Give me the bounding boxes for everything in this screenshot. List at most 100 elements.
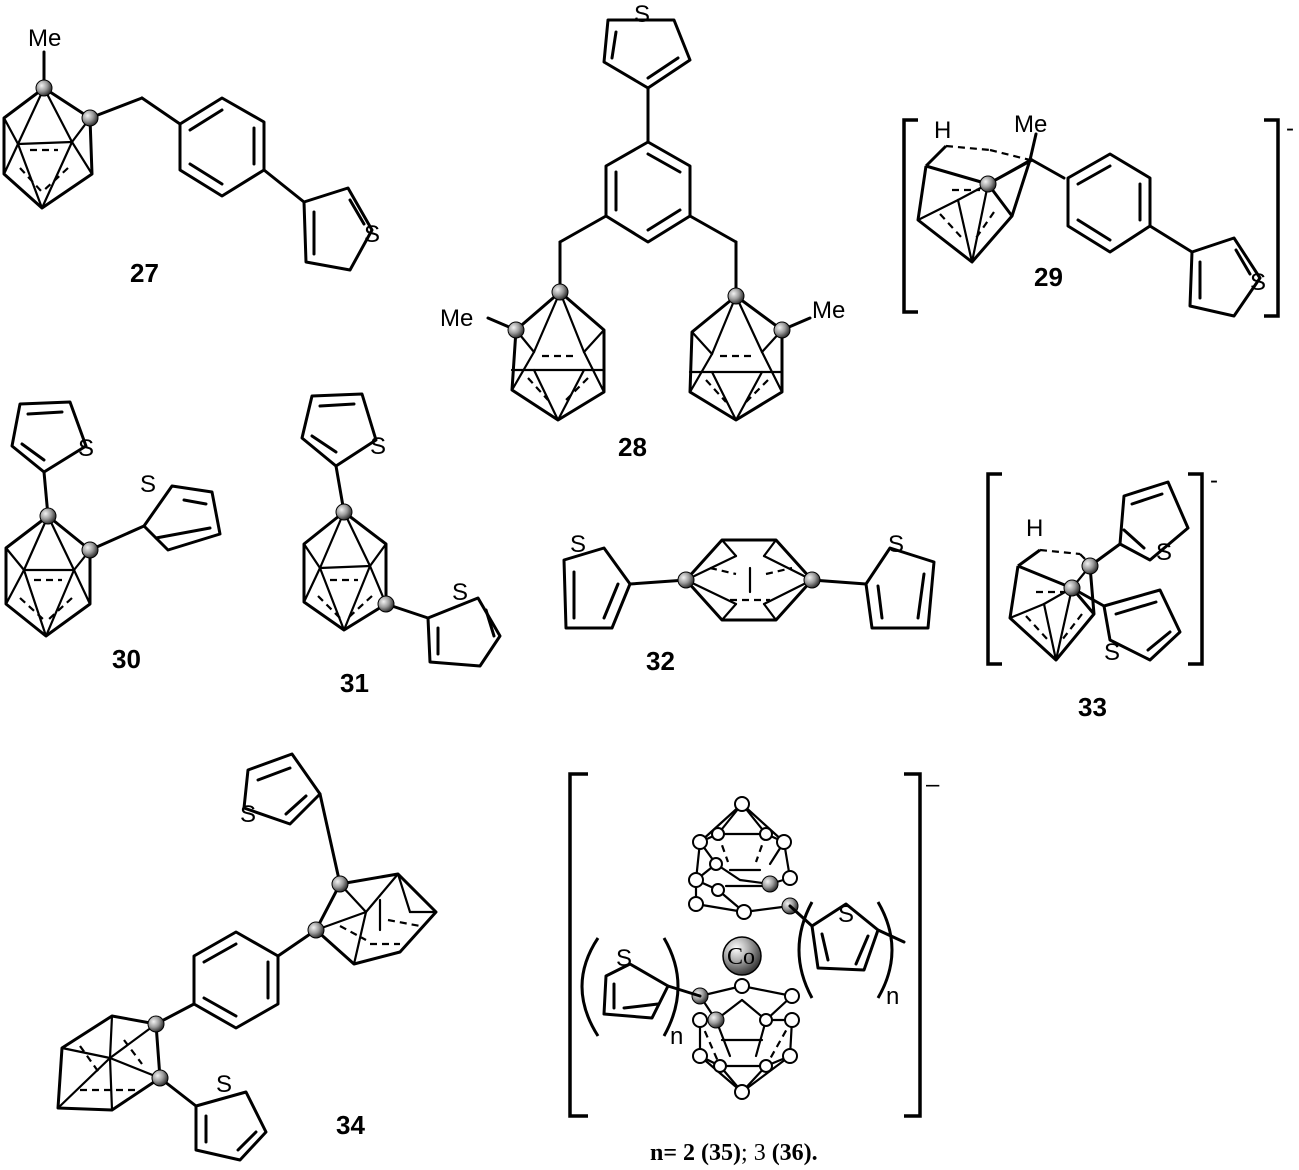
carborane-cage-28b	[688, 294, 784, 422]
repeat-paren-open	[797, 901, 814, 999]
left-bracket	[902, 118, 918, 314]
carborane-cage-28a	[510, 290, 606, 422]
carbon-atom-sphere	[551, 283, 569, 301]
compound-number-27: 27	[130, 258, 159, 288]
phenylene-ring-27	[178, 96, 266, 198]
thiophene-ring-32a	[562, 546, 632, 630]
thiophene-ring-32b	[864, 546, 936, 630]
dicarbollide-cage-upper	[688, 796, 799, 920]
compound-35-36: –	[568, 771, 940, 1118]
carborane-cage-34b	[56, 1014, 162, 1112]
methyl-label: Me	[440, 305, 473, 332]
sulfur-label: S	[616, 945, 632, 972]
hydrogen-label: H	[1026, 515, 1043, 542]
repeat-paren-close	[662, 937, 680, 1037]
thiophene-ring-34b	[194, 1090, 268, 1162]
carbon-atom-sphere	[147, 1015, 165, 1033]
repeat-index-n: n	[670, 1023, 683, 1050]
carborane-cage-32	[684, 538, 814, 622]
methyl-label: Me	[1014, 111, 1047, 138]
anion-charge: –	[926, 771, 940, 798]
carbon-atom-sphere	[773, 321, 791, 339]
compound-number-33: 33	[1078, 692, 1107, 722]
thiophene-ring-31b	[426, 596, 502, 668]
thiophene-ring-33b	[1102, 588, 1182, 662]
phenylene-ring-34	[192, 930, 280, 1030]
compound-32: S S 32	[562, 531, 936, 676]
caption-n-values: n= 2(35); 3(36).	[650, 1140, 818, 1166]
compound-34: S S 34	[56, 752, 438, 1162]
cobalt-atom	[722, 936, 762, 976]
phenylene-ring-29	[1066, 152, 1152, 254]
compound-number-31: 31	[340, 668, 369, 698]
carbon-atom-sphere	[307, 921, 325, 939]
sulfur-label: S	[888, 531, 904, 558]
sulfur-label: S	[240, 801, 256, 828]
carbon-atom-sphere	[81, 109, 99, 127]
carbon-atom-sphere	[1081, 557, 1099, 575]
carborane-cage-27	[2, 86, 94, 210]
methyl-label: Me	[812, 297, 845, 324]
compound-33: - H S S 33	[986, 467, 1218, 722]
carbon-atom-sphere	[35, 79, 53, 97]
carbon-atom-sphere	[81, 541, 99, 559]
sulfur-label: S	[570, 531, 586, 558]
compound-27: Me S 27	[2, 25, 380, 288]
compound-number-28: 28	[618, 432, 647, 462]
thiophene-ring-35-right	[810, 902, 880, 972]
sulfur-label: S	[452, 579, 468, 606]
carbon-atom-sphere	[377, 595, 395, 613]
carbon-atom-sphere	[803, 571, 821, 589]
sulfur-label: S	[140, 471, 156, 498]
thiophene-ring-33a	[1118, 480, 1190, 562]
carbon-atom-sphere	[331, 875, 349, 893]
nido-carborane-cage-33	[1008, 548, 1096, 662]
anion-charge: -	[1286, 115, 1294, 142]
thiophene-ring-27	[302, 186, 374, 272]
thiophene-ring-35-left	[602, 962, 670, 1020]
right-bracket	[904, 772, 922, 1118]
thiophene-ring-30a	[10, 400, 88, 474]
sulfur-label: S	[838, 901, 854, 928]
dicarbollide-cage-lower	[691, 978, 800, 1100]
compound-number-34: 34	[336, 1110, 365, 1140]
cobalt-label: Co	[727, 944, 755, 970]
compound-number-32: 32	[646, 646, 675, 676]
left-bracket	[986, 472, 1002, 666]
hydrogen-label: H	[934, 117, 951, 144]
benzene-ring-28	[604, 140, 692, 244]
compound-30: S S 30	[4, 400, 222, 674]
sulfur-label: S	[634, 1, 650, 28]
repeat-index-n: n	[886, 983, 899, 1010]
carbon-atom-sphere	[677, 571, 695, 589]
carbon-atom-sphere	[151, 1069, 169, 1087]
nido-carborane-cage-29	[916, 144, 1032, 264]
carborane-cage-31	[302, 510, 388, 632]
sulfur-label: S	[364, 221, 380, 248]
carbon-atom-sphere	[335, 503, 353, 521]
compound-28: S Me Me	[440, 1, 845, 462]
anion-charge: -	[1210, 467, 1218, 494]
sulfur-label: S	[1250, 269, 1266, 296]
right-bracket	[1188, 472, 1204, 666]
repeat-paren-close	[876, 901, 894, 999]
compound-29: - H Me S 29	[902, 111, 1294, 318]
carborane-cage-30	[4, 514, 92, 638]
thiophene-ring-34a	[242, 752, 322, 826]
carbon-atom-sphere	[39, 507, 57, 525]
thiophene-ring-29	[1188, 236, 1262, 318]
methyl-label: Me	[28, 25, 61, 52]
carbon-atom-sphere	[979, 175, 997, 193]
right-bracket	[1264, 118, 1280, 318]
compound-number-29: 29	[1034, 262, 1063, 292]
carbon-atom-sphere	[1063, 579, 1081, 597]
thiophene-ring-31a	[300, 392, 378, 468]
sulfur-label: S	[1156, 539, 1172, 566]
sulfur-label: S	[1104, 639, 1120, 666]
compound-31: S S 31	[300, 392, 502, 698]
thiophene-ring-30b	[142, 484, 222, 552]
repeat-paren-open	[580, 937, 600, 1037]
sulfur-label: S	[370, 433, 386, 460]
carbon-atom-sphere	[727, 287, 745, 305]
